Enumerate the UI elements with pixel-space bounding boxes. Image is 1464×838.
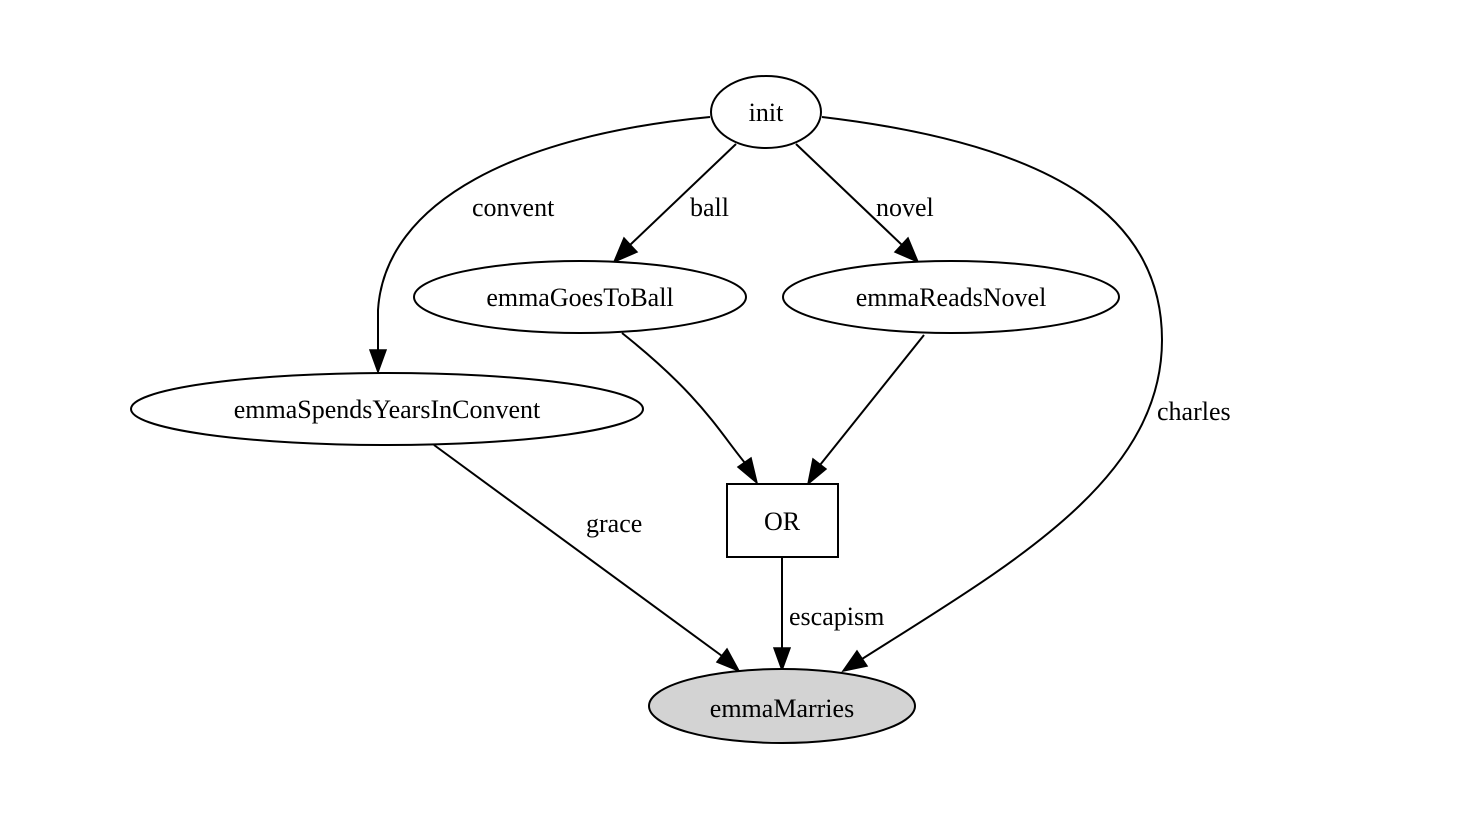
node-emma-reads-novel-label: emmaReadsNovel	[856, 283, 1047, 312]
node-emma-marries-shape	[648, 668, 916, 744]
node-or-label: OR	[764, 507, 801, 536]
node-emma-marries-label: emmaMarries	[710, 694, 854, 723]
node-emma-reads-novel: emmaReadsNovel	[782, 260, 1120, 334]
edge-ball-arrowhead	[612, 236, 639, 264]
edge-grace-line	[433, 444, 723, 657]
node-init-shape	[710, 75, 822, 149]
edge-label-novel: novel	[876, 193, 934, 222]
edge-ball-line	[629, 143, 737, 246]
node-emma-spends-years-in-convent-shape	[130, 372, 644, 446]
edge-label-escapism: escapism	[789, 602, 884, 631]
edge-novel-to-or-line	[819, 334, 925, 466]
edge-ball-to-or	[621, 332, 759, 486]
edges: convent ball novel charles	[368, 116, 1231, 673]
edge-novel-arrowhead	[893, 236, 920, 264]
edge-label-charles: charles	[1157, 397, 1231, 426]
edge-convent: convent	[368, 116, 711, 375]
edge-novel: novel	[795, 143, 934, 264]
node-emma-marries: emmaMarries	[648, 668, 916, 744]
node-or-shape	[726, 483, 839, 558]
edge-ball-to-or-arrowhead	[736, 456, 759, 486]
edge-novel-to-or	[806, 334, 925, 486]
node-init-label: init	[749, 98, 784, 127]
edge-ball: ball	[612, 143, 737, 264]
node-emma-spends-years-in-convent: emmaSpendsYearsInConvent	[130, 372, 644, 446]
edge-convent-arrowhead	[368, 349, 388, 375]
edge-charles-arrowhead	[841, 649, 869, 673]
edge-novel-to-or-arrowhead	[806, 457, 828, 486]
node-emma-goes-to-ball-label: emmaGoesToBall	[486, 283, 673, 312]
edge-convent-line	[377, 116, 711, 350]
edge-escapism-arrowhead	[772, 647, 792, 673]
edge-novel-line	[795, 143, 903, 246]
node-or: OR	[726, 483, 839, 558]
edge-charles: charles	[821, 116, 1231, 673]
nodes: init emmaGoesToBall emmaReadsNovel emmaS…	[130, 75, 1120, 744]
node-emma-goes-to-ball: emmaGoesToBall	[413, 260, 747, 334]
node-emma-goes-to-ball-shape	[413, 260, 747, 334]
edge-grace: grace	[433, 444, 741, 673]
edge-ball-to-or-line	[621, 332, 746, 464]
edge-label-ball: ball	[690, 193, 729, 222]
node-emma-spends-years-in-convent-label: emmaSpendsYearsInConvent	[234, 395, 541, 424]
edge-grace-arrowhead	[715, 647, 741, 673]
node-emma-reads-novel-shape	[782, 260, 1120, 334]
edge-charles-line	[821, 116, 1164, 660]
edge-label-grace: grace	[586, 509, 642, 538]
edge-label-convent: convent	[472, 193, 555, 222]
edge-escapism: escapism	[772, 557, 884, 673]
node-init: init	[710, 75, 822, 149]
